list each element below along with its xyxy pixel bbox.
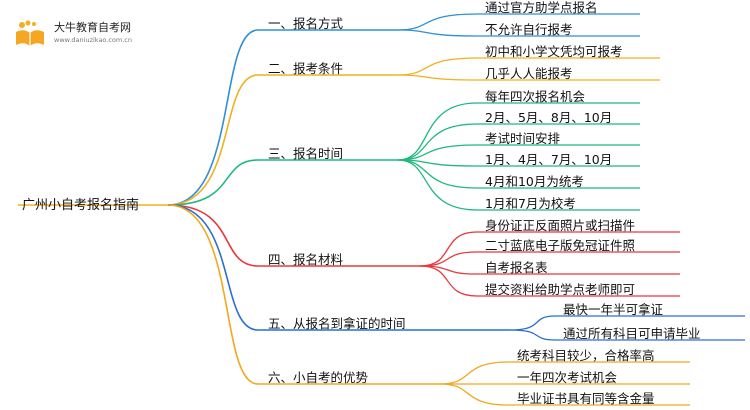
leaf-connector-3-1 <box>397 102 478 161</box>
leaf-label-4-2: 二寸蓝底电子版免冠证件照 <box>485 238 636 253</box>
leaf-label-2-2: 几乎人人能报考 <box>485 66 573 81</box>
leaf-label-5-1: 最快一年半可拿证 <box>563 302 664 317</box>
branch-label-2: 二、报考条件 <box>268 61 344 76</box>
leaf-label-6-2: 一年四次考试机会 <box>517 370 618 385</box>
leaf-connector-1-1 <box>397 13 478 31</box>
leaf-label-5-2: 通过所有科目可申请毕业 <box>563 326 701 341</box>
leaf-connector-1-2 <box>397 29 478 37</box>
leaf-label-1-2: 不允许自行报考 <box>485 22 573 37</box>
branch-label-1: 一、报名方式 <box>268 16 344 31</box>
leaf-connector-2-2 <box>397 74 478 81</box>
leaf-connector-5-1 <box>509 315 556 331</box>
leaf-connector-5-2 <box>509 329 556 341</box>
leaf-label-4-4: 提交资料给助学点老师即可 <box>485 282 636 297</box>
open-book-icon <box>16 20 44 46</box>
leaf-connector-4-4 <box>419 265 478 297</box>
leaf-label-4-3: 自考报名表 <box>485 260 548 275</box>
leaf-label-3-6: 1月和7月为校考 <box>485 196 576 211</box>
leaf-connector-3-2 <box>397 123 478 161</box>
leaf-label-6-1: 统考科目较少，合格率高 <box>517 348 655 363</box>
root-topic: 广州小自考报名指南 <box>22 198 140 213</box>
branch-connector-4 <box>167 204 259 267</box>
logo-title: 大牛教育自考网 <box>54 21 131 34</box>
leaf-connector-6-1 <box>439 361 510 385</box>
branch-label-6: 六、小自考的优势 <box>268 370 369 385</box>
leaf-label-3-2: 2月、5月、8月、10月 <box>485 110 613 125</box>
branch-connector-1 <box>167 29 259 206</box>
leaf-label-3-4: 1月、4月、7月、10月 <box>485 152 613 167</box>
leaf-connector-3-6 <box>397 159 478 211</box>
branch-label-4: 四、报名材料 <box>268 252 344 267</box>
leaf-connector-2-1 <box>397 57 478 76</box>
branch-connector-3 <box>167 159 259 206</box>
branch-connector-5 <box>167 204 259 331</box>
leaf-connector-3-3 <box>397 144 478 161</box>
logo-url: www.daniuzikao.com.cn <box>54 36 132 44</box>
leaf-label-3-5: 4月和10月为统考 <box>485 174 584 189</box>
branch-label-5: 五、从报名到拿证的时间 <box>268 316 406 331</box>
leaf-label-4-1: 身份证正反面照片或扫描件 <box>485 218 636 233</box>
leaf-label-6-3: 毕业证书具有同等含金量 <box>517 391 655 406</box>
branch-connector-6 <box>167 204 259 385</box>
branch-connector-2 <box>167 74 259 206</box>
leaf-label-3-1: 每年四次报名机会 <box>485 89 586 104</box>
branch-label-3: 三、报名时间 <box>268 146 344 161</box>
site-logo[interactable]: 大牛教育自考网 www.daniuzikao.com.cn <box>14 16 134 52</box>
leaf-label-2-1: 初中和小学文凭均可报考 <box>485 44 623 59</box>
leaf-label-3-3: 考试时间安排 <box>485 131 561 146</box>
leaf-connector-4-2 <box>419 251 478 267</box>
leaf-connector-4-1 <box>419 231 478 267</box>
leaf-connector-6-3 <box>439 383 510 406</box>
leaf-label-1-1: 通过官方助学点报名 <box>485 0 598 15</box>
leaf-connector-3-4 <box>397 159 478 167</box>
